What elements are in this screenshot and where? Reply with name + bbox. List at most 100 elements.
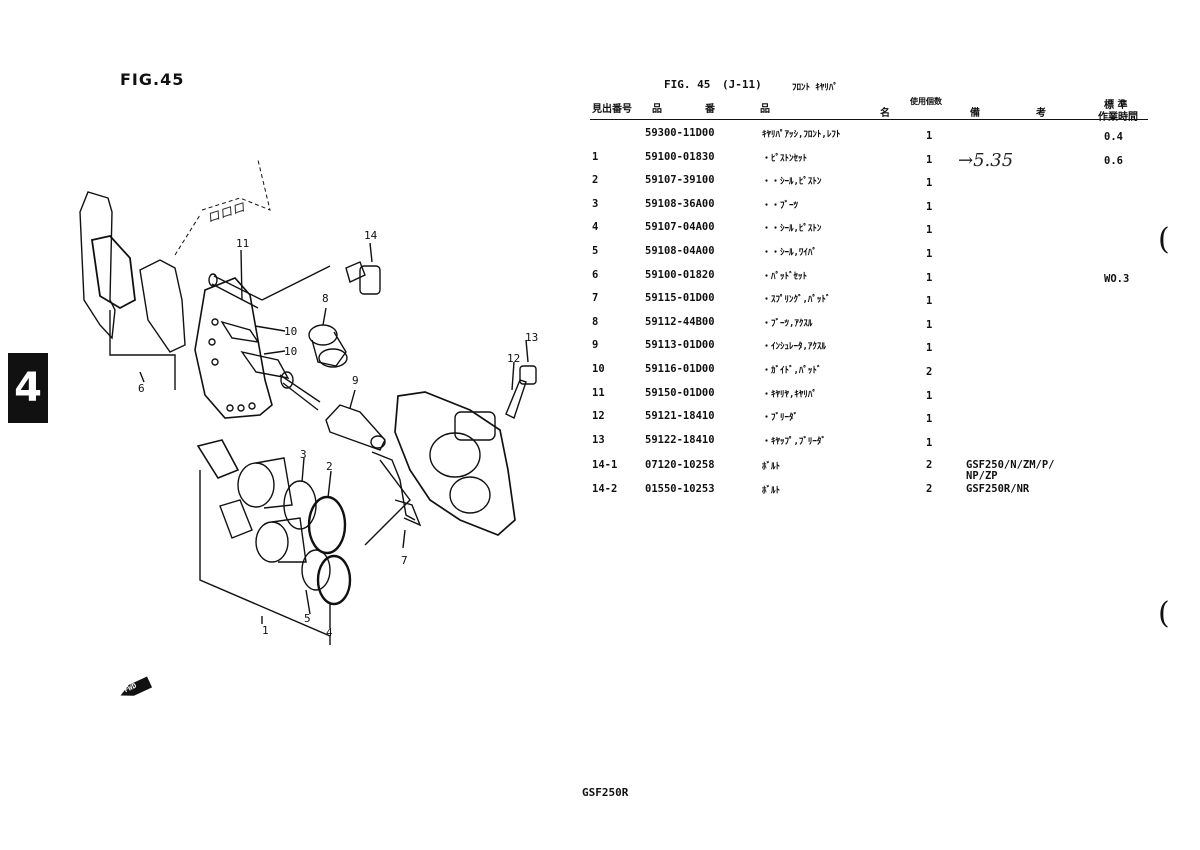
brake-pad-second bbox=[139, 259, 186, 353]
cell-remarks: GSF250R/NR bbox=[966, 483, 1030, 495]
cell-name: ・・ｼｰﾙ,ﾋﾟｽﾄﾝ bbox=[762, 224, 822, 235]
caliper-body bbox=[394, 391, 516, 536]
cell-qty: 1 bbox=[926, 200, 933, 213]
callout-8: 8 bbox=[322, 292, 329, 305]
callout-10b: 10 bbox=[284, 345, 298, 358]
col-ref: 見出番号 bbox=[592, 104, 632, 115]
cell-time: 0.4 bbox=[1104, 131, 1123, 143]
callout-2: 2 bbox=[326, 460, 333, 473]
callout-13: 13 bbox=[525, 331, 539, 344]
callout-12: 12 bbox=[507, 352, 521, 365]
cell-part: 59121-18410 bbox=[645, 410, 715, 423]
section-tab: 4 bbox=[8, 353, 48, 423]
cell-qty: 1 bbox=[926, 177, 933, 190]
cell-time: 0.6 bbox=[1104, 154, 1123, 167]
cell-name: ・ﾌﾞｰﾂ,ｱｸｽﾙ bbox=[762, 318, 813, 329]
cell-part: 01550-10253 bbox=[645, 483, 715, 495]
cell-part: 59300-11D00 bbox=[645, 127, 715, 139]
callout-9: 9 bbox=[352, 374, 359, 387]
cell-ref: 6 bbox=[592, 268, 599, 281]
cell-name: ・ｶﾞｲﾄﾞ,ﾊﾟｯﾄﾞ bbox=[762, 366, 822, 376]
cell-name: ・・ﾌﾞｰﾂ bbox=[762, 200, 799, 211]
cell-ref: 1 bbox=[592, 150, 599, 163]
cell-qty: 2 bbox=[926, 459, 933, 472]
col-name-b: 名 bbox=[880, 108, 890, 119]
cell-ref: 9 bbox=[592, 339, 599, 352]
cell-ref: 7 bbox=[592, 292, 599, 305]
callout-11: 11 bbox=[236, 237, 250, 250]
col-remarks-a: 備 bbox=[970, 108, 980, 119]
callout-7: 7 bbox=[401, 554, 408, 567]
figure-title: FIG.45 bbox=[120, 70, 185, 89]
col-name-a: 品 bbox=[760, 104, 770, 115]
cell-part: 59116-01D00 bbox=[645, 363, 715, 375]
pad-bracket bbox=[109, 310, 176, 390]
cell-name: ・・ｼｰﾙ,ﾜｲﾊﾟ bbox=[762, 248, 817, 258]
cell-part: 59107-39100 bbox=[645, 174, 715, 187]
cell-name: ・ｽﾌﾟﾘﾝｸﾞ,ﾊﾟｯﾄﾞ bbox=[762, 295, 831, 306]
callout-4: 4 bbox=[326, 626, 333, 639]
cell-part: 59100-01830 bbox=[645, 150, 715, 163]
cell-name: ｷﾔﾘﾊﾟｱｯｼ,ﾌﾛﾝﾄ,ﾚﾌﾄ bbox=[762, 130, 841, 140]
cell-ref: 13 bbox=[592, 433, 605, 446]
cell-ref: 12 bbox=[592, 410, 605, 423]
callout-6: 6 bbox=[138, 382, 145, 395]
col-remarks-b: 考 bbox=[1036, 108, 1046, 119]
cell-ref: 2 bbox=[592, 174, 599, 187]
cell-qty: 1 bbox=[926, 224, 933, 237]
cell-name: ﾎﾞﾙﾄ bbox=[762, 486, 781, 496]
cell-qty: 2 bbox=[926, 483, 933, 495]
cell-name: ・・ｼｰﾙ,ﾋﾟｽﾄﾝ bbox=[762, 177, 822, 188]
callout-10a: 10 bbox=[284, 325, 298, 338]
table-fig: FIG. 45 bbox=[664, 78, 711, 91]
callout-1: 1 bbox=[262, 624, 269, 637]
cell-name: ・ﾋﾟｽﾄﾝｾｯﾄ bbox=[762, 153, 808, 164]
cell-time: WO.3 bbox=[1104, 272, 1130, 285]
cell-part: 59108-04A00 bbox=[645, 245, 715, 257]
brake-pad-front bbox=[90, 235, 136, 310]
cell-part: 07120-10258 bbox=[645, 459, 715, 472]
cell-name: ﾎﾞﾙﾄ bbox=[762, 462, 781, 473]
cell-name: ・ｲﾝｼｭﾚｰﾀ,ｱｸｽﾙ bbox=[762, 342, 826, 353]
cell-ref: 14-2 bbox=[592, 483, 618, 495]
cell-part: 59100-01820 bbox=[645, 268, 715, 281]
handwritten-scribble bbox=[174, 159, 271, 256]
cell-part: 59115-01D00 bbox=[645, 292, 715, 305]
cell-name: ・ｷﾔｯﾌﾟ,ﾌﾞﾘｰﾀﾞ bbox=[762, 436, 826, 447]
page-footer: GSF250R bbox=[582, 786, 629, 799]
brake-pad-back bbox=[79, 191, 116, 340]
cell-qty: 1 bbox=[926, 130, 933, 142]
cell-remarks: GSF250/N/ZM/P/ bbox=[966, 459, 1055, 472]
callout-5: 5 bbox=[304, 612, 311, 625]
header-rule bbox=[590, 119, 1148, 120]
cell-ref: 5 bbox=[592, 245, 599, 257]
carrier-plate bbox=[194, 277, 273, 419]
handwritten-note: →5.35 bbox=[958, 150, 1014, 171]
cell-ref: 10 bbox=[592, 363, 605, 375]
cell-ref: 14-1 bbox=[592, 459, 618, 472]
table-code: (J-11) bbox=[722, 78, 762, 91]
cell-qty: 1 bbox=[926, 413, 933, 426]
col-part-a: 品 bbox=[652, 104, 662, 115]
cell-ref: 8 bbox=[592, 315, 599, 328]
cell-part: 59108-36A00 bbox=[645, 197, 715, 210]
cell-qty: 1 bbox=[926, 318, 933, 331]
cell-qty: 2 bbox=[926, 366, 933, 378]
col-std-a: 標 準 bbox=[1104, 100, 1128, 111]
cell-qty: 1 bbox=[926, 295, 933, 308]
cell-name: ・ﾌﾞﾘｰﾀﾞ bbox=[762, 413, 799, 424]
cell-name: ・ｷﾔﾘﾔ,ｷﾔﾘﾊﾟ bbox=[762, 389, 817, 400]
cell-qty: 1 bbox=[926, 436, 933, 449]
fwd-arrow bbox=[120, 676, 153, 696]
cell-ref: 3 bbox=[592, 197, 599, 210]
cell-part: 59112-44B00 bbox=[645, 315, 715, 328]
callout-3: 3 bbox=[300, 448, 307, 461]
cell-part: 59107-04A00 bbox=[645, 221, 715, 234]
cell-ref: 11 bbox=[592, 386, 605, 399]
cell-ref: 4 bbox=[592, 221, 599, 234]
cell-qty: 1 bbox=[926, 271, 933, 284]
cell-remarks-line2: NP/ZP bbox=[966, 470, 998, 483]
col-std-b: 作業時間 bbox=[1098, 112, 1138, 123]
col-part-b: 番 bbox=[705, 104, 715, 115]
cell-part: 59150-01D00 bbox=[645, 386, 715, 399]
